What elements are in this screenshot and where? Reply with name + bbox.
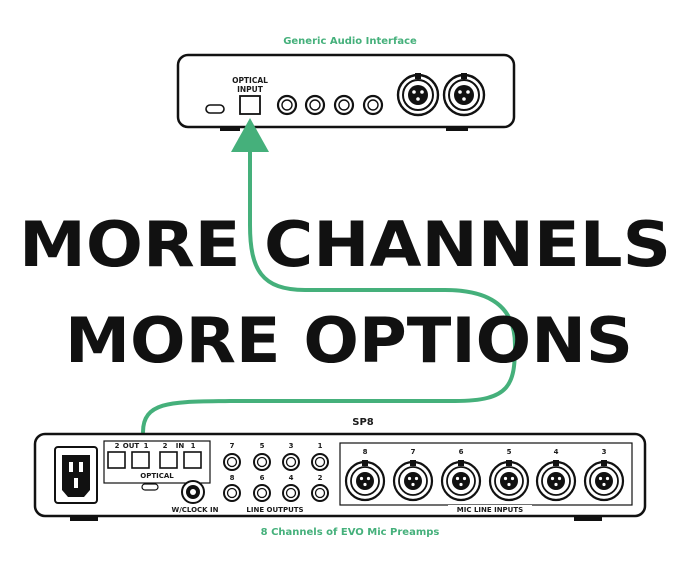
wordclock-bnc-icon xyxy=(181,480,205,504)
line-out-num-7: 7 xyxy=(230,442,235,450)
optical-num-out-2: 2 xyxy=(115,442,120,450)
optical-out-1-port-icon xyxy=(131,451,150,469)
optical-input-port-icon xyxy=(239,95,261,115)
optical-label: OPTICAL xyxy=(140,472,174,480)
line-output-jacks xyxy=(223,453,329,502)
line-out-num-6: 6 xyxy=(260,474,265,482)
optical-out-label: OUT xyxy=(123,442,140,450)
optical-num-out-1: 1 xyxy=(144,442,149,450)
line-out-num-8: 8 xyxy=(230,474,235,482)
top-device: OPTICAL INPUT xyxy=(176,53,516,131)
usb-c-port-icon xyxy=(205,104,225,114)
optical-out-2-port-icon xyxy=(107,451,126,469)
mic-num-6: 6 xyxy=(459,448,464,456)
mic-num-8: 8 xyxy=(363,448,368,456)
headline-line-1: MORE CHANNELS xyxy=(19,208,671,281)
optical-in-2-port-icon xyxy=(159,451,178,469)
mic-num-4: 4 xyxy=(554,448,559,456)
line-out-num-1: 1 xyxy=(318,442,323,450)
xlr-mic-inputs xyxy=(344,460,625,502)
wclock-label: W/CLOCK IN xyxy=(171,506,218,514)
optical-in-1-port-icon xyxy=(183,451,202,469)
jack-outputs xyxy=(276,94,384,116)
sp8-usb-port-icon xyxy=(141,483,159,491)
optical-input-label-1: OPTICAL xyxy=(232,76,268,85)
mic-num-7: 7 xyxy=(411,448,416,456)
mic-line-inputs-label: MIC LINE INPUTS xyxy=(457,506,523,514)
sp8-caption: 8 Channels of EVO Mic Preamps xyxy=(261,527,440,538)
power-inlet-icon xyxy=(54,446,98,504)
mic-num-5: 5 xyxy=(507,448,512,456)
optical-ports xyxy=(107,451,202,469)
line-out-num-4: 4 xyxy=(289,474,294,482)
xlr-combo-inputs xyxy=(396,73,486,117)
sp8-device: 2 OUT 1 2 IN 1 OPTICAL W/CLOCK IN 7 5 3 … xyxy=(33,432,647,521)
line-out-num-2: 2 xyxy=(318,474,323,482)
optical-cable-arrow xyxy=(141,118,518,434)
line-out-num-5: 5 xyxy=(260,442,265,450)
headline-line-2: MORE OPTIONS xyxy=(65,304,633,377)
mic-num-3: 3 xyxy=(602,448,607,456)
optical-num-in-1: 1 xyxy=(191,442,196,450)
optical-in-label: IN xyxy=(176,442,185,450)
top-device-caption: Generic Audio Interface xyxy=(283,36,417,47)
line-outputs-label: LINE OUTPUTS xyxy=(246,506,303,514)
sp8-title: SP8 xyxy=(352,417,374,428)
optical-input-label-2: INPUT xyxy=(237,85,264,94)
line-out-num-3: 3 xyxy=(289,442,294,450)
optical-num-in-2: 2 xyxy=(163,442,168,450)
